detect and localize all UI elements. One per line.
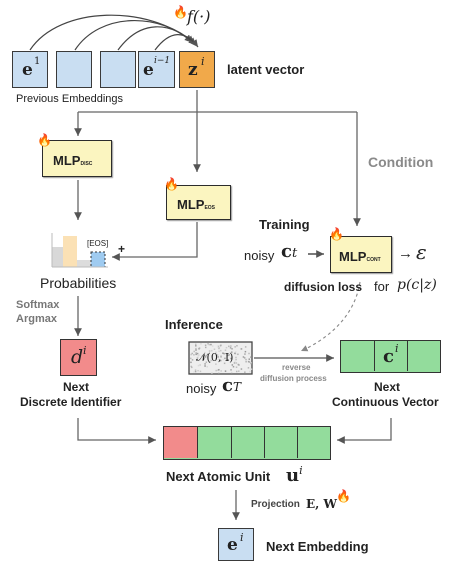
ei1-letter: e xyxy=(143,60,154,80)
discrete-d-box: d i xyxy=(60,339,97,376)
f-label: f(·) xyxy=(187,7,211,26)
atomic-unit-box xyxy=(163,426,331,460)
continuous-vector-box: c i xyxy=(340,340,441,373)
c-letter: c xyxy=(383,346,394,367)
dashed-arrow-to-inference xyxy=(300,281,361,352)
flame-icon: 🔥 xyxy=(173,5,188,19)
atomic-u: ui xyxy=(286,464,303,486)
latent-distribution-lines xyxy=(74,90,361,226)
epsilon-label: ε xyxy=(416,240,427,264)
diffusion-loss-label: diffusion loss xyxy=(284,280,362,294)
z-sup: i xyxy=(201,55,205,68)
noise-box xyxy=(188,341,253,375)
c-sup: i xyxy=(395,342,399,355)
discrete-next-label: Next xyxy=(63,380,90,394)
ei1-sup: i−1 xyxy=(154,56,171,66)
next-embedding-label: Next Embedding xyxy=(266,539,369,554)
flame-icon-disc: 🔥 xyxy=(37,133,52,147)
atomic-input-lines xyxy=(77,418,392,444)
training-title: Training xyxy=(259,217,310,232)
diffusion-for-label: for xyxy=(374,279,390,294)
condition-label: Condition xyxy=(368,154,434,170)
discrete-identifier-label: Discrete Identifier xyxy=(20,395,122,409)
softmax-label: Softmax xyxy=(16,299,60,311)
eos-tag: [EOS] xyxy=(87,239,109,248)
argmax-label: Argmax xyxy=(16,313,57,325)
mlp-cont-box: MLPCONT xyxy=(330,236,392,273)
embedding-e1: e 1 xyxy=(12,51,48,88)
probabilities-label: Probabilities xyxy=(40,275,117,291)
embedding-3 xyxy=(100,51,136,88)
inference-title: Inference xyxy=(165,317,223,332)
latent-vector-label: latent vector xyxy=(227,62,305,77)
flame-icon-cont: 🔥 xyxy=(329,227,344,241)
projection-expr: E, W xyxy=(306,497,337,511)
mlp-disc-text: MLPDISC xyxy=(53,153,93,168)
arrow-eos-to-probs xyxy=(112,222,198,261)
p-expression: p(c|z) xyxy=(397,277,437,293)
next-e-letter: e xyxy=(227,535,238,555)
e1-letter: e xyxy=(22,60,33,80)
mlp-eos-text: MLPEOS xyxy=(177,197,216,212)
mlp-cont-text: MLPCONT xyxy=(339,249,381,264)
next-e-sup: i xyxy=(240,531,244,544)
next-embedding-box: e i xyxy=(218,528,254,561)
reverse-label: reverse xyxy=(282,363,311,372)
autoregressive-arcs xyxy=(29,14,199,51)
inference-cT: cT xyxy=(222,375,241,396)
z-letter: z xyxy=(188,60,198,80)
flame-icon-projection: 🔥 xyxy=(336,489,351,503)
training-arrow: → xyxy=(398,245,413,262)
latent-z-box: z i xyxy=(179,51,215,88)
training-ct: ct xyxy=(281,241,298,262)
mlp-disc-box: MLPDISC xyxy=(42,140,112,177)
previous-embeddings-label: Previous Embeddings xyxy=(16,93,124,105)
d-letter: d xyxy=(71,346,84,368)
atomic-unit-label: Next Atomic Unit xyxy=(166,469,271,484)
flame-icon-eos: 🔥 xyxy=(164,177,179,191)
continuous-next-label: Next xyxy=(374,380,401,394)
projection-label: Projection xyxy=(251,499,300,510)
embedding-ei-1: e i−1 xyxy=(138,51,175,88)
inference-noisy: noisy xyxy=(186,381,217,396)
training-noisy: noisy xyxy=(244,248,275,263)
mlp-eos-box: MLPEOS xyxy=(166,185,231,220)
diffusion-process-label: diffusion process xyxy=(260,374,327,383)
e1-sup: 1 xyxy=(34,56,41,67)
continuous-vector-label: Continuous Vector xyxy=(332,395,439,409)
probability-bars xyxy=(51,233,108,268)
embedding-2 xyxy=(56,51,92,88)
normal-dist-label: 𝒩(0, I) xyxy=(196,351,234,364)
d-sup: i xyxy=(83,344,87,357)
plus-sign: + xyxy=(118,242,126,256)
